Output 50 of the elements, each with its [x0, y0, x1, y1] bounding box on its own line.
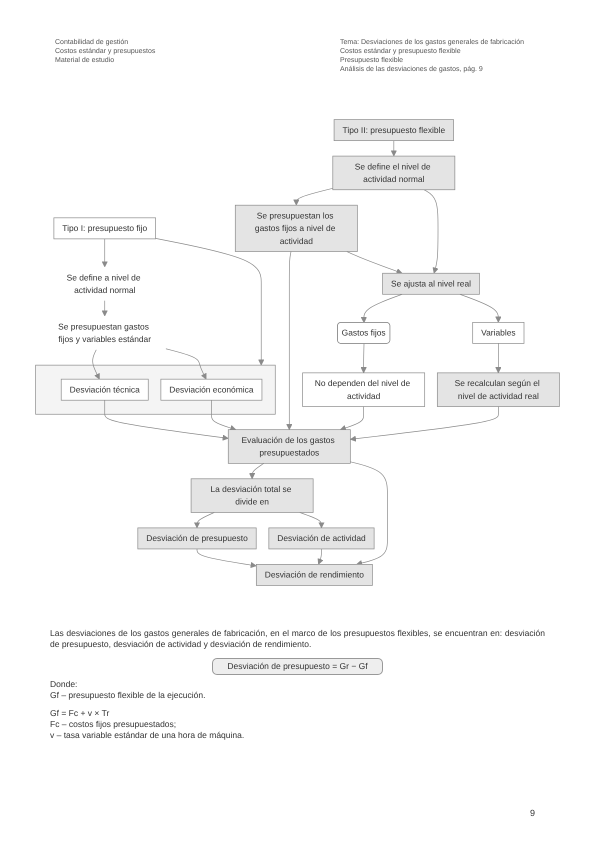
arrow: [249, 462, 264, 480]
arrow: [318, 548, 324, 565]
formula-box: Desviación de presupuesto = Gr − Gf: [212, 658, 383, 675]
arrow: [155, 238, 264, 366]
node-box: Desviación de presupuesto: [137, 528, 257, 550]
node-text: Se define a nivel de actividad normal: [66, 272, 141, 295]
node-box: No dependen del nivel de actividad: [302, 372, 426, 407]
arrow: [102, 300, 108, 316]
node-box: La desviación total se divide en: [190, 478, 314, 513]
node-box: Desviación económica: [160, 378, 262, 401]
node-box: Desviación de rendimiento: [256, 564, 373, 586]
arrow: [350, 406, 499, 442]
arrow: [460, 294, 502, 323]
arrow: [92, 349, 100, 380]
node-box: Se presupuestan los gastos fijos a nivel de actividad: [234, 204, 358, 252]
arrow: [293, 188, 334, 206]
arrow: [299, 512, 325, 528]
arrow: [350, 461, 388, 566]
node-box: Desviación de actividad: [268, 528, 374, 550]
arrow: [211, 400, 236, 431]
formula-text: Gf = Fc + v × Tr: [50, 708, 110, 719]
arrow: [165, 348, 206, 380]
arrow: [346, 251, 402, 274]
arrow: [360, 294, 402, 323]
text-line: Fc – costos fijos presupuestados;: [50, 719, 178, 730]
arrow: [360, 343, 367, 374]
node-box: Se recalculan según el nivel de actividad real: [436, 372, 560, 407]
node-box: Se ajusta al nivel real: [382, 272, 480, 295]
arrow: [495, 343, 502, 374]
arrow: [104, 400, 229, 441]
page-number: 9: [530, 808, 536, 818]
arrow: [196, 548, 257, 568]
node-box: Tipo I: presupuesto fijo: [54, 217, 156, 240]
arrow: [286, 251, 292, 430]
text-line: Donde:: [50, 679, 78, 690]
node-box: Evaluación de los gastos presupuestados: [228, 429, 351, 464]
arrow: [194, 512, 215, 528]
arrow: [424, 189, 439, 274]
cluster: [35, 364, 276, 415]
node-box: Variables: [472, 322, 524, 344]
node-box: Tipo II: presupuesto flexible: [334, 119, 454, 141]
node-text: Se presupuestan gastos fijos y variables estándar: [58, 322, 152, 344]
text-line: v – tasa variable estándar de una hora de máquina.: [50, 730, 246, 741]
node-box: Se define el nivel de actividad normal: [332, 156, 456, 190]
text-line: Gf – presupuesto flexible de la ejecución.: [50, 690, 206, 701]
arrow: [390, 140, 397, 156]
arrow: [102, 238, 108, 268]
paragraph: Las desviaciones de los gastos generales de fabricación, en el marco de los presupuestos flexibles, se encuentran en: desviación de presupuesto, desviación de actividad y desviación de rendimiento.: [50, 628, 545, 650]
node-box: Desviación técnica: [60, 378, 149, 401]
arrow: [340, 406, 364, 431]
